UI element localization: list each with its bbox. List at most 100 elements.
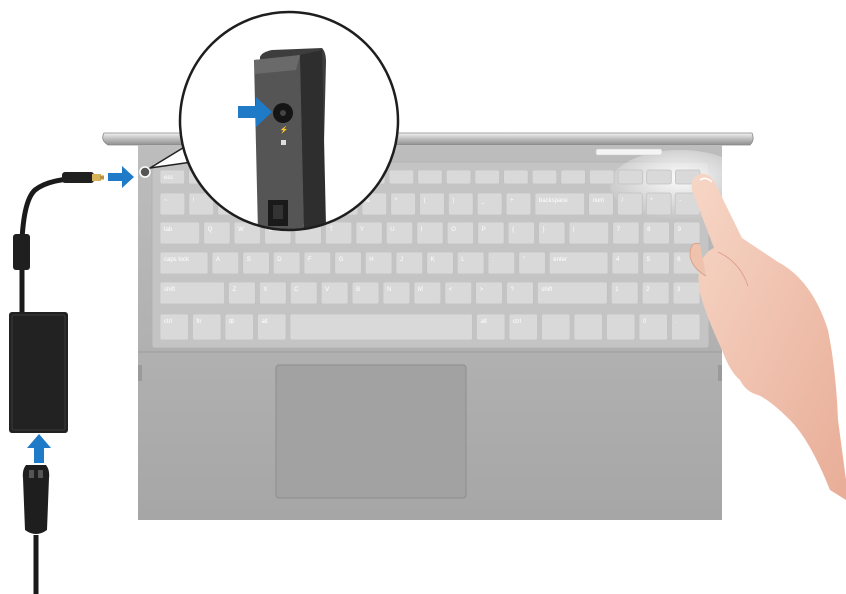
power-adapter — [9, 312, 68, 433]
keyboard-key-label: J — [400, 257, 403, 263]
keyboard-key — [643, 252, 670, 274]
keyboard-key — [447, 222, 473, 244]
keyboard-key — [290, 282, 317, 304]
keyboard-key — [365, 252, 392, 274]
keyboard-key — [446, 170, 471, 184]
keyboard-key-label: F — [308, 257, 312, 263]
keyboard-key — [611, 282, 638, 304]
keyboard-key — [477, 314, 506, 340]
keyboard-key-label: V — [325, 287, 329, 293]
keyboard-key-label: alt — [481, 319, 488, 325]
arrow-to-adapter-icon — [27, 434, 51, 463]
keyboard-key — [642, 282, 669, 304]
keyboard-key-label: D — [277, 257, 282, 263]
keyboard-key — [225, 314, 254, 340]
keyboard-key — [304, 252, 331, 274]
keyboard-key — [427, 252, 454, 274]
keyboard-key-label: caps lock — [164, 257, 190, 263]
keyboard-key — [258, 314, 287, 340]
keyboard-key — [618, 170, 643, 184]
keyboard-key-label: ctrl — [164, 319, 172, 325]
keyboard-key — [674, 222, 700, 244]
keyboard-key — [618, 193, 643, 215]
keyboard-key — [488, 252, 515, 274]
keyboard-key — [352, 282, 379, 304]
touchpad — [276, 365, 466, 498]
keyboard-key — [590, 170, 615, 184]
keyboard-key-label: - — [679, 198, 681, 204]
keyboard-key-label: ~ — [164, 198, 168, 204]
keyboard-key-label: < — [449, 287, 453, 293]
keyboard-key — [160, 314, 189, 340]
keyboard-key — [448, 193, 473, 215]
keyboard-key — [561, 170, 586, 184]
keyboard-key — [549, 252, 608, 274]
keyboard-key — [506, 193, 531, 215]
keyboard-key-label: ) — [452, 198, 454, 204]
keyboard-key — [160, 193, 185, 215]
keyboard-key-label: shift — [541, 287, 552, 293]
keyboard-key — [504, 170, 529, 184]
keyboard-key — [417, 222, 443, 244]
keyboard-key — [508, 222, 534, 244]
keyboard-key — [212, 252, 239, 274]
keyboard-key-label: fn — [197, 319, 202, 325]
ferrite-bead — [13, 234, 30, 270]
keyboard-key-label: W — [238, 227, 244, 233]
keyboard-key — [259, 282, 286, 304]
dc-cable — [22, 178, 88, 260]
keyboard-key-label: ⊞ — [229, 319, 234, 325]
keyboard-key — [389, 170, 414, 184]
keyboard-key — [160, 222, 200, 244]
keyboard-key-label: P — [482, 227, 486, 233]
keyboard-key-label: Y — [360, 227, 364, 233]
keyboard-key-label: + — [510, 198, 514, 204]
battery-light-icon: ⚡ — [280, 125, 289, 134]
keyboard-key-label: C — [294, 287, 299, 293]
keyboard-key-label: M — [418, 287, 423, 293]
keyboard-key — [478, 222, 504, 244]
keyboard-key — [672, 314, 701, 340]
keyboard-key-label: alt — [262, 319, 269, 325]
keyboard-key — [589, 193, 614, 215]
arrow-to-laptop-icon — [108, 166, 134, 188]
keyboard-key-label: X — [263, 287, 267, 293]
keyboard-key — [647, 170, 672, 184]
port-zoom-callout: ⚡ — [180, 12, 398, 232]
keyboard-key — [535, 193, 585, 215]
keyboard-key — [643, 222, 669, 244]
keyboard-key-label: num — [593, 198, 605, 204]
keyboard-key — [673, 282, 700, 304]
keyboard-key-label: tab — [164, 227, 173, 233]
keyboard-key — [539, 222, 565, 244]
keyboard-key — [356, 222, 382, 244]
keyboard-key — [383, 282, 410, 304]
keyboard-key — [457, 252, 484, 274]
keyboard-key — [335, 252, 362, 274]
keyboard-key — [532, 170, 557, 184]
keyboard-key — [613, 222, 639, 244]
keyboard-key-label: B — [356, 287, 360, 293]
keyboard-key — [607, 314, 636, 340]
keyboard-key — [612, 252, 639, 274]
barrel-plug — [62, 172, 94, 183]
keyboard-key-label: _ — [480, 198, 485, 204]
keyboard-key — [229, 282, 256, 304]
keyboard-key-label: " — [523, 257, 525, 263]
keyboard-key — [569, 222, 609, 244]
keyboard-key-label: S — [247, 257, 251, 263]
keyboard-key-label: A — [216, 257, 220, 263]
keyboard-key-label: ( — [424, 198, 426, 204]
keyboard-key-label: shift — [164, 287, 175, 293]
keyboard-key — [507, 282, 534, 304]
keyboard-key — [204, 222, 230, 244]
keyboard-key — [537, 282, 607, 304]
keyboard-key — [542, 314, 571, 340]
keyboard-key-label: U — [390, 227, 394, 233]
keyboard-key-label: H — [369, 257, 373, 263]
keyboard-key-label: esc — [164, 175, 173, 181]
keyboard-key — [321, 282, 348, 304]
keyboard-key — [445, 282, 472, 304]
ac-plug — [23, 465, 49, 534]
